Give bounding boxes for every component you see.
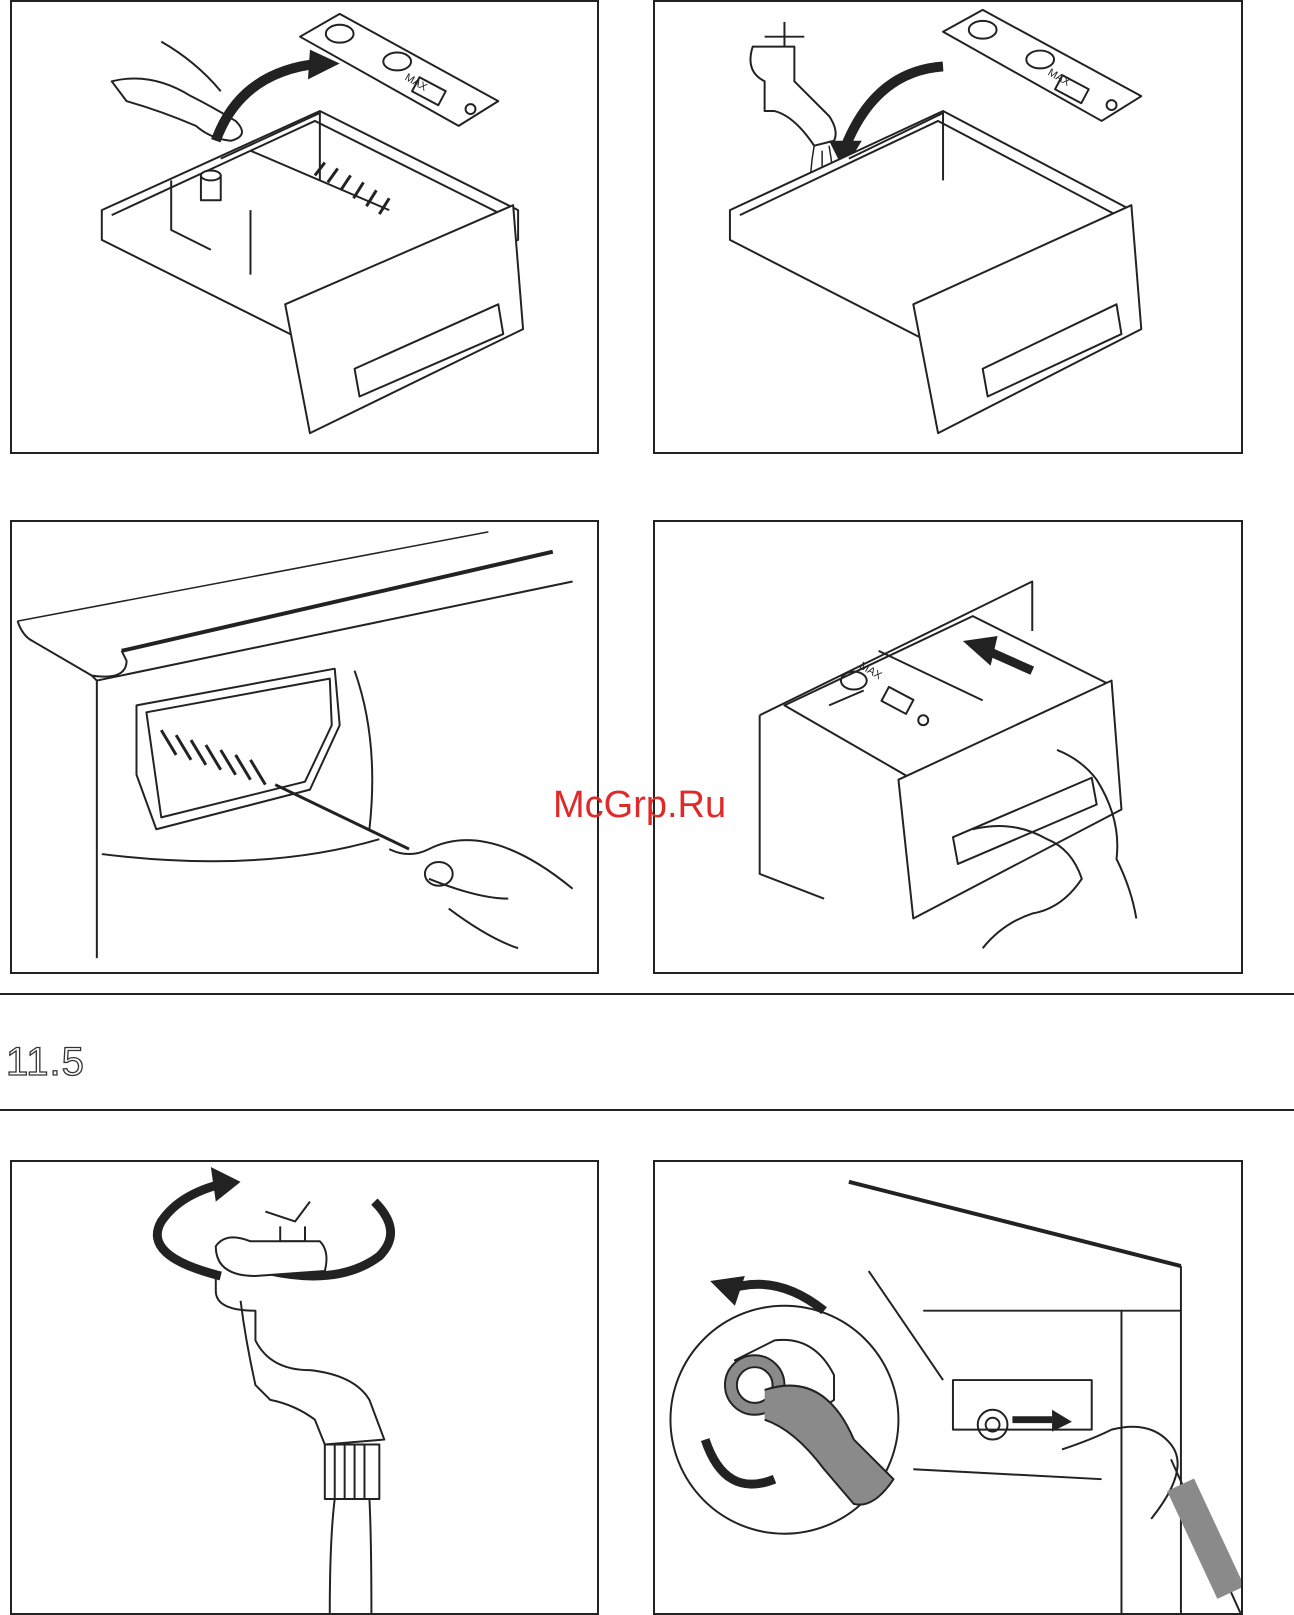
illustration-refit-drawer: MAX [653,520,1243,974]
illustration-remove-insert-brush: MAX [10,0,599,454]
recess-brush-drawing [12,522,597,972]
tap-rinse-drawing: MAX [655,2,1241,452]
section-number: 11.5 [6,1040,85,1085]
illustration-clean-recess [10,520,599,974]
watermark: McGrp.Ru [553,784,726,827]
illustration-turn-tap [10,1160,599,1615]
tap-rotate-drawing [12,1162,597,1613]
hose-disconnect-drawing [655,1162,1241,1613]
section-divider-bottom [0,1109,1294,1111]
section-divider-top [0,993,1294,995]
drawer-brush-drawing: MAX [12,2,597,452]
illustration-rinse-under-tap: MAX [653,0,1243,454]
illustration-disconnect-hose [653,1160,1243,1615]
drawer-refit-drawing: MAX [655,522,1241,972]
